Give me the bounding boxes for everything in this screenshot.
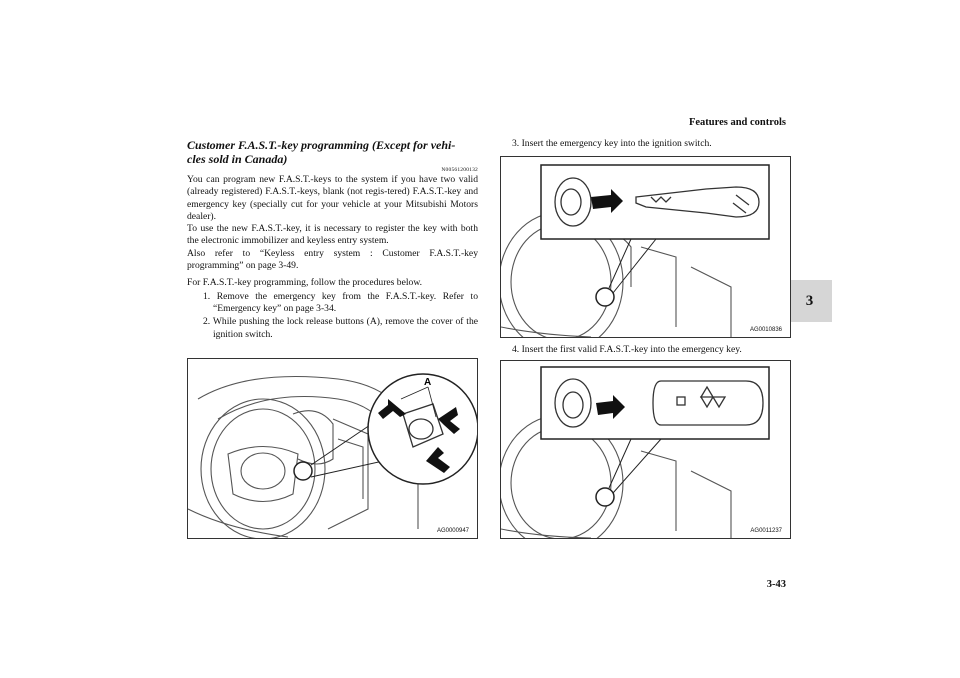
section-heading: Customer F.A.S.T.-key programming (Excep… bbox=[187, 138, 478, 166]
figure-ignition-cover: A AG0000947 bbox=[187, 358, 478, 539]
intro-paragraph: You can program new F.A.S.T.-keys to the… bbox=[187, 174, 478, 222]
refer-paragraph: Also refer to “Keyless entry system : Cu… bbox=[187, 247, 478, 272]
step-1: 1. Remove the emergency key from the F.A… bbox=[203, 290, 478, 314]
section-heading-line2: cles sold in Canada) bbox=[187, 152, 288, 166]
right-column: 3. Insert the emergency key into the ign… bbox=[500, 138, 791, 150]
chapter-tab: 3 bbox=[787, 280, 832, 322]
page-number: 3-43 bbox=[766, 579, 786, 590]
figure-emergency-key-insert: AG0010836 bbox=[500, 156, 791, 338]
header-section-title: Features and controls bbox=[688, 117, 786, 128]
figure-code: AG0000947 bbox=[436, 528, 469, 534]
step-4: 4. Insert the first valid F.A.S.T.-key i… bbox=[512, 344, 742, 355]
steering-wheel-illustration: A bbox=[188, 373, 477, 538]
section-heading-line1: Customer F.A.S.T.-key programming (Excep… bbox=[187, 138, 456, 152]
label-a: A bbox=[424, 377, 431, 388]
left-column: Customer F.A.S.T.-key programming (Excep… bbox=[187, 138, 478, 341]
step-3: 3. Insert the emergency key into the ign… bbox=[512, 138, 712, 149]
register-paragraph: To use the new F.A.S.T.-key, it is neces… bbox=[187, 223, 478, 247]
figure-code: AG0011237 bbox=[750, 528, 782, 534]
reference-code: N00561200132 bbox=[441, 167, 478, 173]
figure-code: AG0010836 bbox=[749, 327, 782, 333]
step-2: 2. While pushing the lock release button… bbox=[203, 316, 478, 340]
fast-key-illustration bbox=[501, 366, 770, 538]
procedure-intro: For F.A.S.T.-key programming, follow the… bbox=[187, 277, 423, 289]
figure-fast-key-insert: AG0011237 bbox=[500, 360, 791, 539]
emergency-key-illustration bbox=[501, 164, 770, 337]
